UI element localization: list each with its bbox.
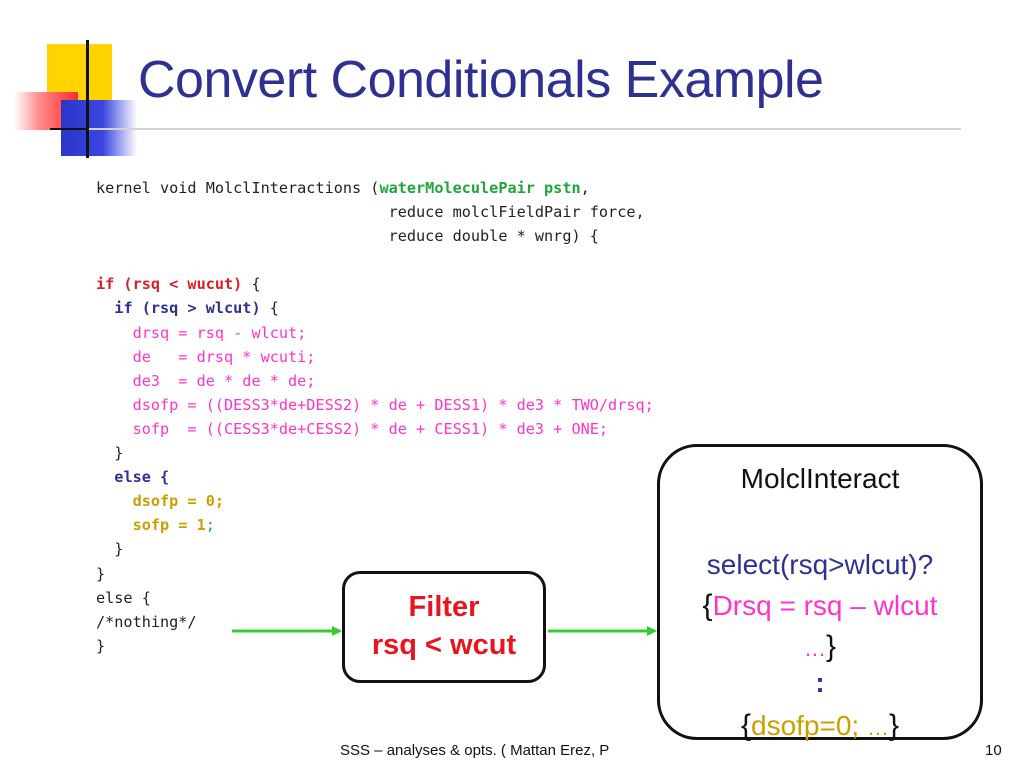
ternary-colon: : <box>815 667 825 698</box>
filter-condition: rsq < wcut <box>371 629 517 661</box>
code-line: de = drsq * wcuti; <box>96 347 316 366</box>
code-line: dsofp = ((DESS3*de+DESS2) * de + DESS1) … <box>96 395 654 414</box>
code-line: else { <box>114 468 170 487</box>
code-line: } <box>96 564 106 583</box>
false-branch: {dsofp=0; …} <box>740 709 900 742</box>
molclinteract-title: MolclInteract <box>740 463 900 494</box>
code-line: else { <box>96 588 151 607</box>
code-line: kernel void MolclInteractions (waterMole… <box>96 179 590 197</box>
code-line: } <box>96 636 106 655</box>
code-line: de3 = de * de * de; <box>96 371 316 390</box>
true-branch-end: …} <box>803 630 837 663</box>
code-line: reduce molclFieldPair force, <box>96 203 645 222</box>
filter-label: Filter <box>408 591 480 624</box>
code-line: sofp = 1; <box>96 516 215 535</box>
code-line: } <box>96 444 124 463</box>
true-branch: {Drsq = rsq – wlcut <box>702 589 938 622</box>
select-expression: select(rsq>wlcut)? <box>706 549 934 580</box>
code-block: kernel void MolclInteractions (waterMole… <box>96 176 654 658</box>
code-line: } <box>96 540 124 559</box>
page-number: 10 <box>985 742 1002 759</box>
slide-title: Convert Conditionals Example <box>138 51 824 109</box>
filter-box: Filter rsq < wcut <box>342 571 546 683</box>
slide-footer: SSS – analyses & opts. ( Mattan Erez, P <box>340 742 610 759</box>
title-underline <box>89 128 961 130</box>
code-line: dsofp = 0; <box>96 492 225 511</box>
code-line: /*nothing*/ <box>96 612 197 631</box>
code-line: reduce double * wnrg) { <box>96 227 599 246</box>
code-line: drsq = rsq - wlcut; <box>96 323 307 342</box>
molclinteract-box: MolclInteract select(rsq>wlcut)? {Drsq =… <box>657 444 983 742</box>
logo-vertical-line <box>86 40 89 158</box>
code-line: if (rsq < wucut) { <box>96 275 261 294</box>
code-line: sofp = ((CESS3*de+CESS2) * de + CESS1) *… <box>96 419 609 438</box>
code-line: if (rsq > wlcut) { <box>114 299 279 318</box>
